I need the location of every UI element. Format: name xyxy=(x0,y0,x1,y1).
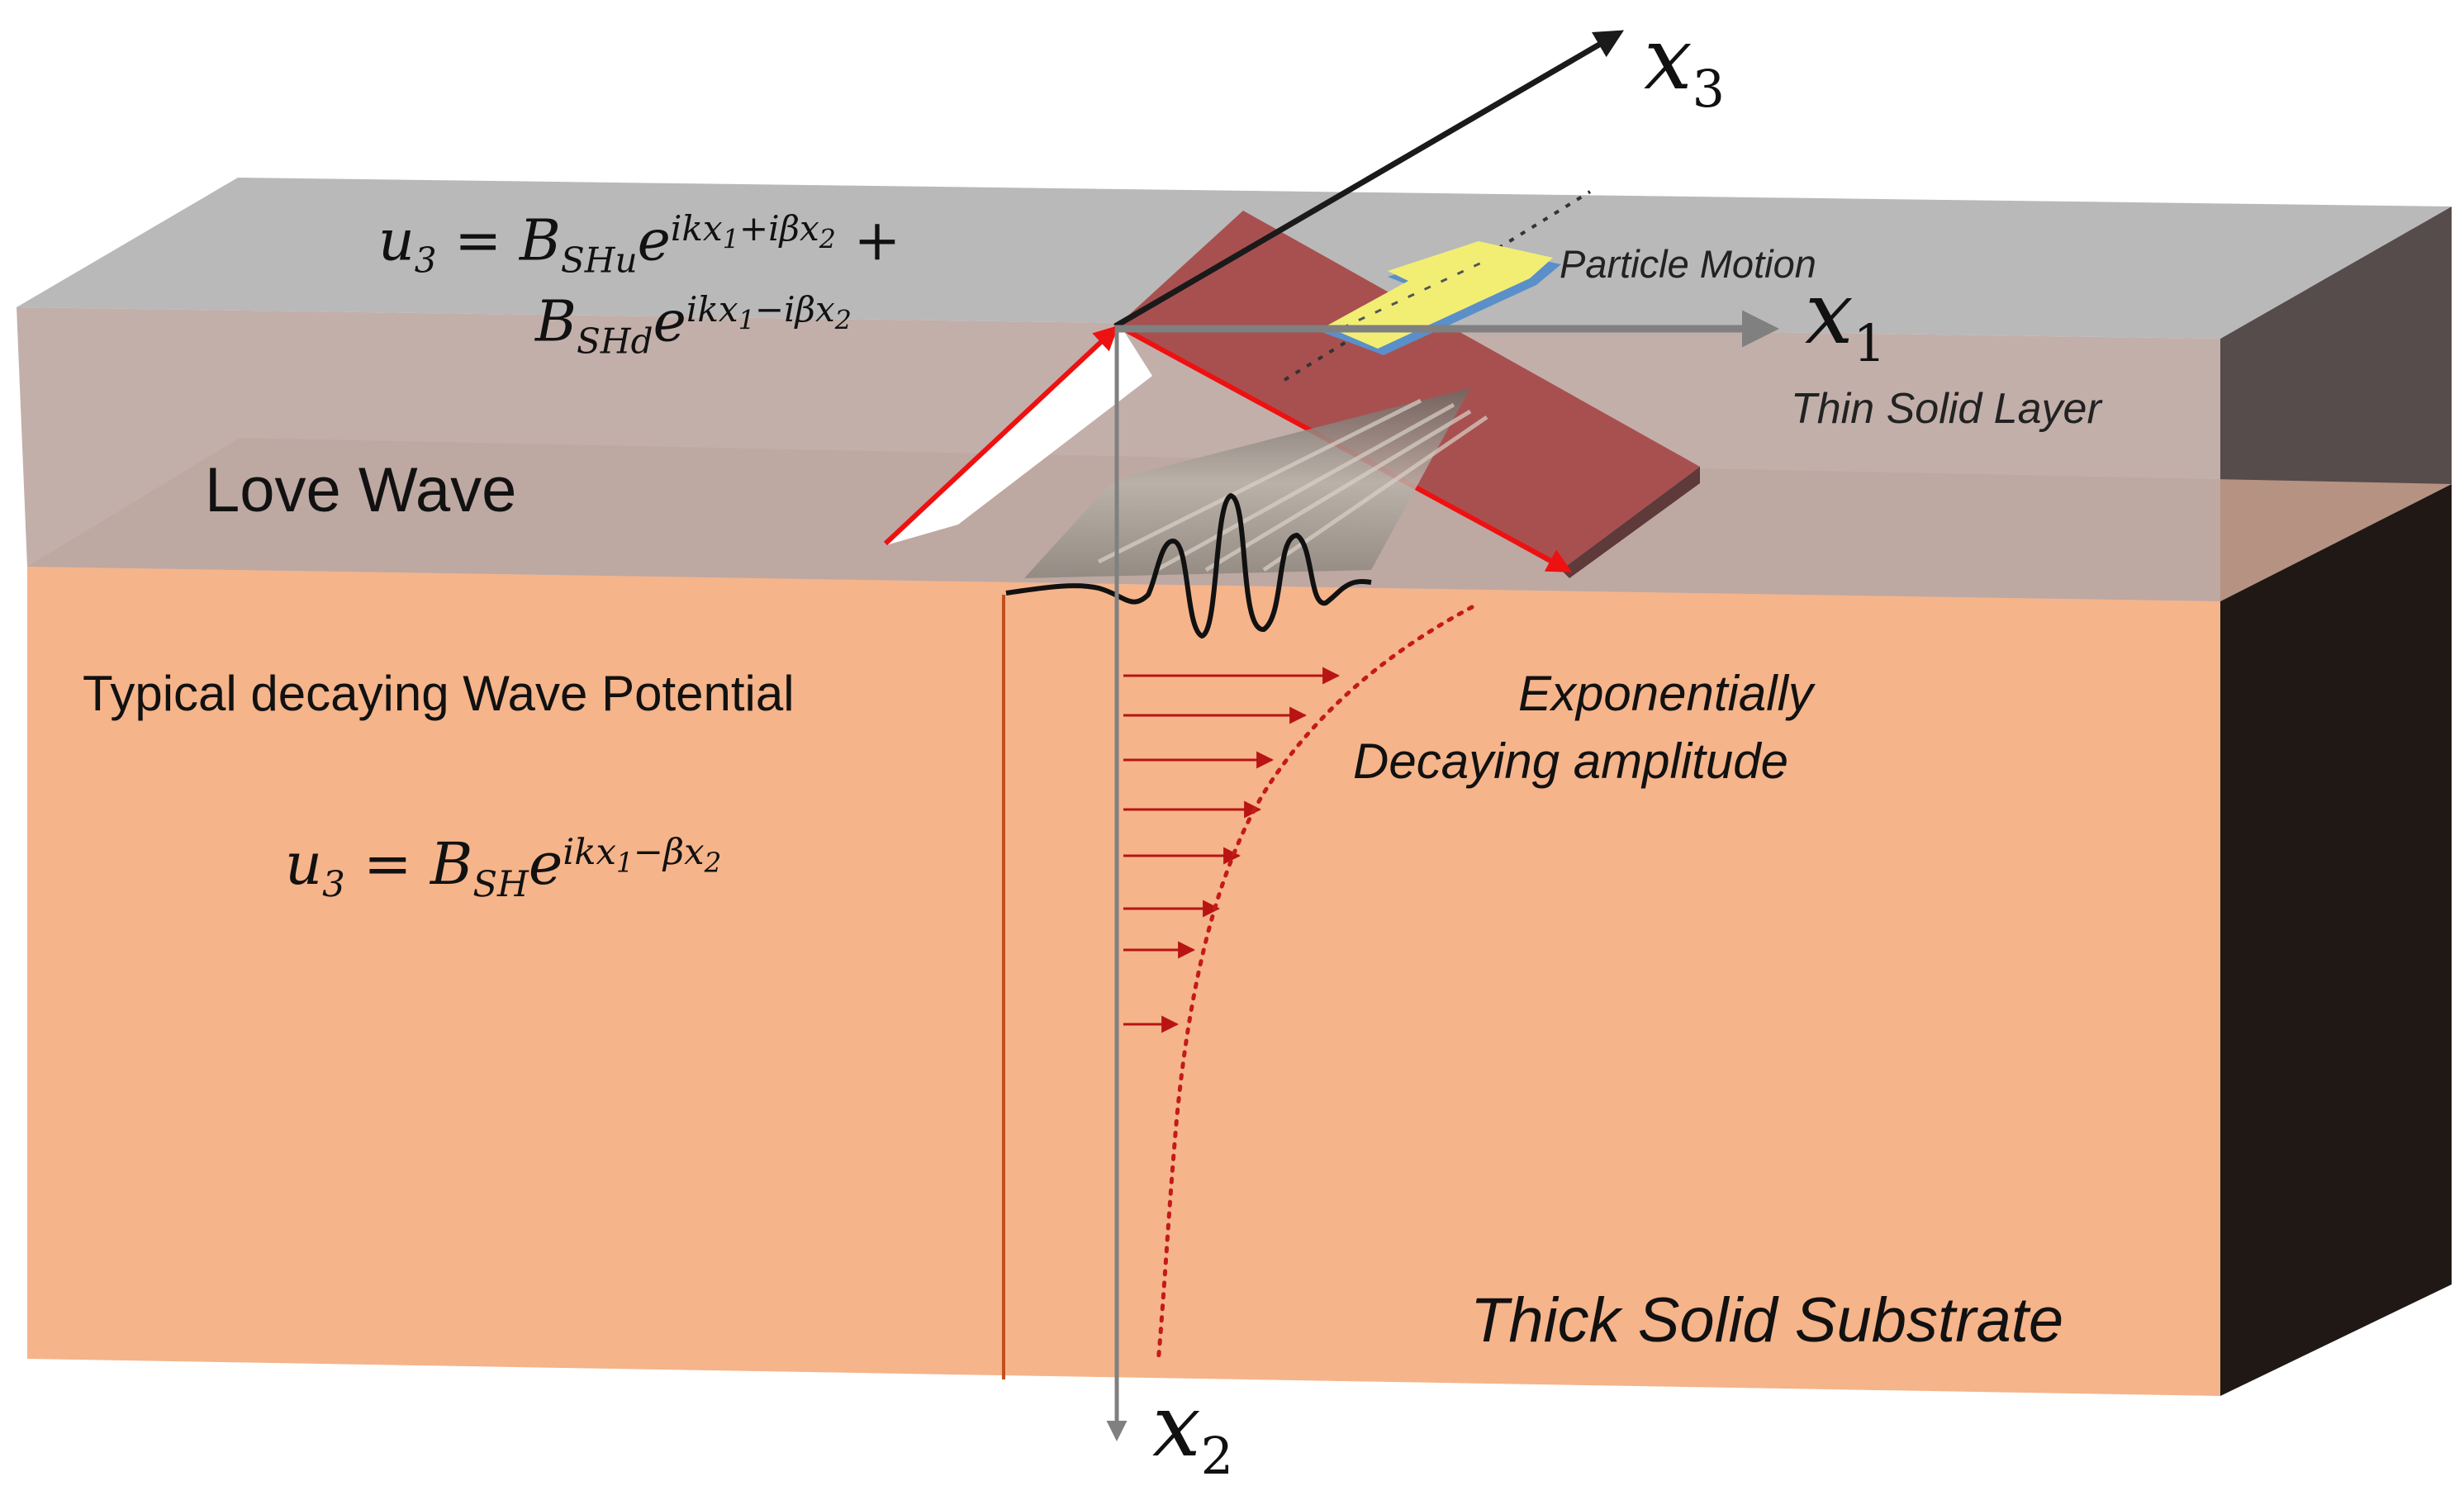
ray-plane xyxy=(886,211,1700,578)
substrate-label: Thick Solid Substrate xyxy=(1470,1285,2064,1355)
layer-equation-line1: u3 = BSHueikx1+iβx2 + xyxy=(378,208,901,281)
substrate-block xyxy=(27,484,2452,1396)
decay-envelope-curve xyxy=(1156,605,1474,1365)
substrate-equation: u3 = BSHeikx1−βx2 xyxy=(285,830,722,905)
particle-arrow-ticks xyxy=(1341,259,1488,330)
x3-axis-label: x3 xyxy=(1644,8,1726,119)
x2-axis-label: x2 xyxy=(1152,1375,1234,1486)
thin-layer-label: Thin Solid Layer xyxy=(1791,385,2101,433)
particle-motion-label: Particle Motion xyxy=(1560,242,1816,286)
love-wave-ribbon xyxy=(1005,388,1488,639)
white-ray-wedge xyxy=(886,324,1152,545)
x1-axis-label: x1 xyxy=(1805,263,1887,373)
ribbon-stripes xyxy=(1097,398,1488,572)
ray-plane-edge xyxy=(1561,467,1700,578)
ray-plane-band xyxy=(1119,211,1700,570)
substrate-side-face xyxy=(2220,484,2452,1396)
exponentially-label: Exponentially xyxy=(1518,666,1813,721)
decaying-amplitude-label: Decaying amplitude xyxy=(1353,734,1788,789)
decay-arrows xyxy=(1123,667,1341,1033)
x3-axis xyxy=(1113,30,1625,330)
substrate-front-face xyxy=(27,567,2220,1396)
ribbon-surface xyxy=(1024,388,1470,578)
wave-profile xyxy=(1005,492,1372,639)
particle-arrow-body xyxy=(1326,241,1553,349)
love-wave-label: Love Wave xyxy=(205,455,517,525)
typical-decaying-label: Typical decaying Wave Potential xyxy=(83,666,795,721)
layer-equation-line2: BSHdeikx1−iβx2 xyxy=(535,289,852,362)
upgoing-ray xyxy=(883,325,1119,546)
